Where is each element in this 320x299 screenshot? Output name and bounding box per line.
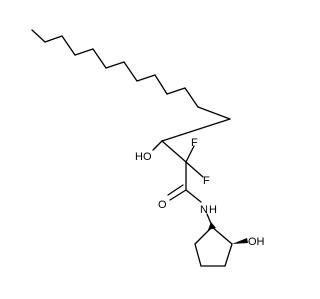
c-oh-bond — [152, 140, 163, 151]
amide-nitrogen-label: N — [200, 204, 208, 216]
fluorine-label: F — [191, 137, 198, 149]
chain-bond — [74, 48, 94, 56]
chain-bond — [166, 87, 186, 95]
carbonyl-bond — [169, 189, 187, 201]
chain-bond — [31, 29, 46, 43]
amide-hydrogen-label: H — [209, 204, 217, 216]
ring-bond — [211, 226, 233, 245]
alkyl-chain — [31, 29, 231, 142]
cyclopentane-ring — [194, 226, 233, 267]
chemical-structure: HO F F O N H OH — [31, 29, 265, 267]
stereo-wedge-oh — [232, 238, 248, 244]
hydroxyl-ring-label: OH — [248, 236, 265, 248]
fluorine-label: F — [203, 175, 210, 187]
chain-bond — [184, 87, 199, 108]
cf-bond — [185, 145, 195, 163]
cf-bond — [185, 161, 204, 178]
chain-bond — [123, 61, 138, 82]
n-ring-bond — [206, 213, 213, 227]
amide-oxygen-label: O — [158, 199, 167, 211]
chain-bond — [197, 106, 231, 120]
chain-bond — [61, 35, 76, 56]
chain-bond — [154, 74, 168, 95]
chain-bond — [161, 118, 231, 142]
chain-bond — [136, 74, 156, 82]
ring-bond — [194, 226, 213, 245]
ring-bond — [194, 243, 202, 267]
hydroxyl-chain-label: HO — [135, 151, 152, 163]
chain-bond — [44, 35, 63, 43]
ring-bond — [224, 243, 233, 267]
chain-bond — [105, 61, 125, 69]
amide-bond — [185, 189, 202, 203]
chain-bond — [92, 48, 107, 69]
carbonyl-bond — [167, 184, 184, 196]
c-cf2-bond — [161, 140, 187, 163]
